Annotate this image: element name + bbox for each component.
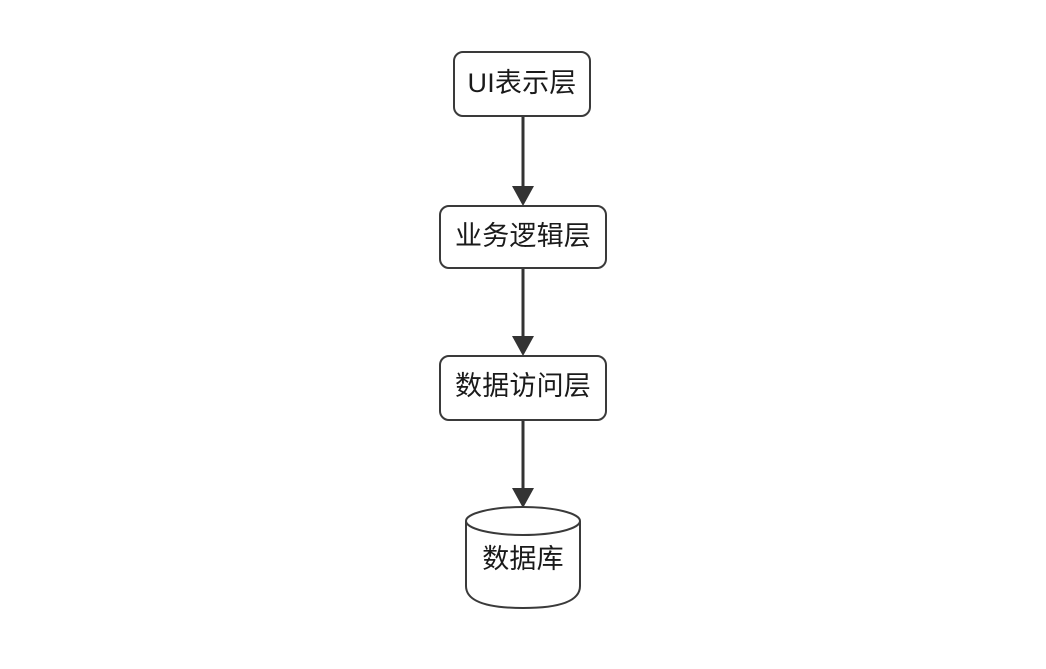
node-ui-layer[interactable]: UI表示层 [453,51,591,117]
node-business-layer-shape [439,205,607,269]
node-ui-layer-shape [453,51,591,117]
edge-ui-to-business [512,116,534,206]
edge-data-access-to-database-arrowhead [512,488,534,508]
edge-data-access-to-database [512,420,534,508]
node-database[interactable]: 数据库 [465,506,581,610]
database-cylinder-top [465,506,581,536]
edge-business-to-data-access-arrowhead [512,336,534,356]
edge-business-to-data-access [512,268,534,356]
node-ui-layer-label: UI表示层 [468,68,577,98]
node-business-layer-label: 业务逻辑层 [455,221,591,251]
node-data-access-layer-shape [439,355,607,421]
node-business-layer[interactable]: 业务逻辑层 [439,205,607,269]
node-data-access-layer[interactable]: 数据访问层 [439,355,607,421]
node-data-access-layer-label: 数据访问层 [455,371,591,401]
edge-ui-to-business-arrowhead [512,186,534,206]
database-cylinder-body [465,521,581,610]
node-database-label: 数据库 [482,544,564,574]
